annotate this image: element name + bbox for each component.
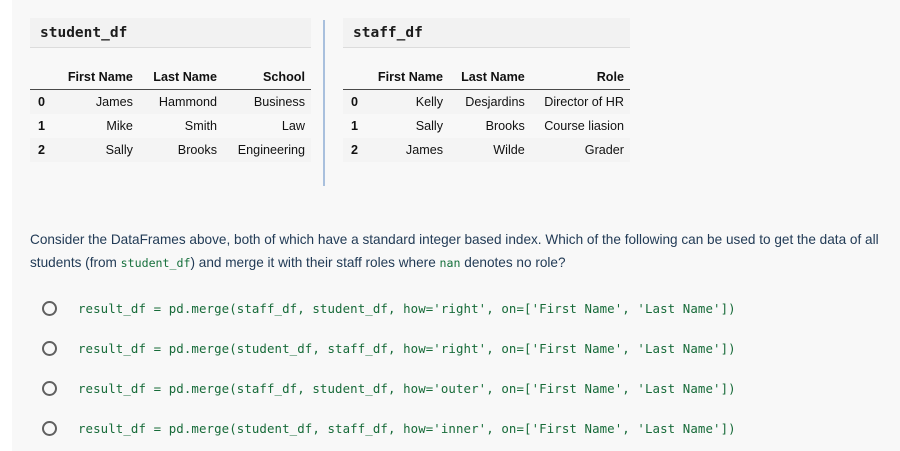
cell-role: Grader — [530, 138, 630, 162]
cell-first-name: James — [53, 89, 139, 114]
cell-first-name: Kelly — [365, 89, 449, 114]
row-index: 2 — [343, 138, 366, 162]
row-index: 0 — [30, 89, 54, 114]
table-row: 1 Sally Brooks Course liasion — [343, 114, 630, 138]
radio-button-icon[interactable] — [42, 300, 57, 316]
option-a-label: result_df = pd.merge(staff_df, student_d… — [78, 300, 736, 316]
cell-first-name: Sally — [53, 138, 139, 162]
question-inline-code-student-df: student_df — [120, 256, 191, 270]
column-header-first-name: First Name — [53, 68, 139, 90]
table-row: 2 Sally Brooks Engineering — [30, 138, 311, 162]
radio-button-icon[interactable] — [42, 380, 57, 396]
cell-first-name: Mike — [106, 119, 133, 133]
option-d-label: result_df = pd.merge(student_df, staff_d… — [78, 420, 736, 436]
column-header-index — [343, 68, 366, 90]
option-c-label: result_df = pd.merge(staff_df, student_d… — [78, 380, 736, 396]
dataframe-body-staff: 0 Kelly Desjardins Director of HR 1 Sall… — [343, 89, 630, 162]
question-part-2: ) and merge it with their staff roles wh… — [190, 255, 440, 270]
question-text: Consider the DataFrames above, both of w… — [30, 228, 890, 275]
option-c[interactable]: result_df = pd.merge(staff_df, student_d… — [42, 368, 892, 408]
option-d[interactable]: result_df = pd.merge(student_df, staff_d… — [42, 408, 892, 448]
row-index: 1 — [351, 119, 359, 133]
dataframe-block-student: student_df First Name Last Name School 0… — [30, 18, 323, 190]
cell-last-name: Brooks — [485, 119, 525, 133]
cell-school: Law — [281, 119, 305, 133]
column-header-index — [30, 68, 54, 90]
dataframes-area: student_df First Name Last Name School 0… — [30, 18, 650, 190]
page-content: student_df First Name Last Name School 0… — [12, 0, 900, 451]
cell-first-name: James — [365, 138, 449, 162]
cell-role: Course liasion — [544, 119, 624, 133]
radio-button-icon[interactable] — [42, 420, 57, 436]
cell-last-name: Wilde — [449, 138, 531, 162]
page-left-margin-strip — [0, 0, 12, 451]
row-index: 2 — [30, 138, 54, 162]
dataframes-vertical-divider — [323, 20, 325, 186]
table-row: 0 James Hammond Business — [30, 89, 311, 114]
row-index: 1 — [38, 119, 46, 133]
cell-last-name: Desjardins — [449, 89, 531, 114]
cell-last-name: Brooks — [138, 138, 223, 162]
dataframe-body-student: 0 James Hammond Business 1 Mike Smith La… — [30, 89, 311, 162]
dataframe-title-student: student_df — [30, 18, 311, 48]
answer-options-list: result_df = pd.merge(staff_df, student_d… — [42, 288, 892, 448]
dataframe-table-staff: First Name Last Name Role 0 Kelly Desjar… — [343, 68, 630, 162]
table-header-row: First Name Last Name Role — [343, 68, 630, 90]
table-row: 2 James Wilde Grader — [343, 138, 630, 162]
dataframe-block-staff: staff_df First Name Last Name Role 0 Kel… — [325, 18, 630, 190]
cell-last-name: Hammond — [138, 89, 223, 114]
cell-last-name: Smith — [184, 119, 217, 133]
table-row: 0 Kelly Desjardins Director of HR — [343, 89, 630, 114]
row-index: 0 — [343, 89, 366, 114]
dataframe-header-staff: First Name Last Name Role — [343, 68, 630, 90]
option-a[interactable]: result_df = pd.merge(staff_df, student_d… — [42, 288, 892, 328]
column-header-last-name: Last Name — [138, 68, 223, 90]
question-part-1: Consider the DataFrames above, both of w… — [30, 232, 879, 270]
option-b-label: result_df = pd.merge(student_df, staff_d… — [78, 340, 736, 356]
cell-role: Director of HR — [530, 89, 630, 114]
cell-first-name: Sally — [415, 119, 443, 133]
column-header-role: Role — [530, 68, 630, 90]
column-header-first-name: First Name — [365, 68, 449, 90]
question-part-3: denotes no role? — [460, 255, 566, 270]
column-header-last-name: Last Name — [449, 68, 531, 90]
table-row: 1 Mike Smith Law — [30, 114, 311, 138]
radio-button-icon[interactable] — [42, 340, 57, 356]
dataframe-table-student: First Name Last Name School 0 James Hamm… — [30, 68, 311, 162]
question-inline-code-nan: nan — [439, 256, 461, 270]
dataframe-title-staff: staff_df — [343, 18, 630, 48]
cell-school: Business — [223, 89, 311, 114]
dataframe-header-student: First Name Last Name School — [30, 68, 311, 90]
cell-school: Engineering — [223, 138, 311, 162]
table-header-row: First Name Last Name School — [30, 68, 311, 90]
column-header-school: School — [223, 68, 311, 90]
option-b[interactable]: result_df = pd.merge(student_df, staff_d… — [42, 328, 892, 368]
